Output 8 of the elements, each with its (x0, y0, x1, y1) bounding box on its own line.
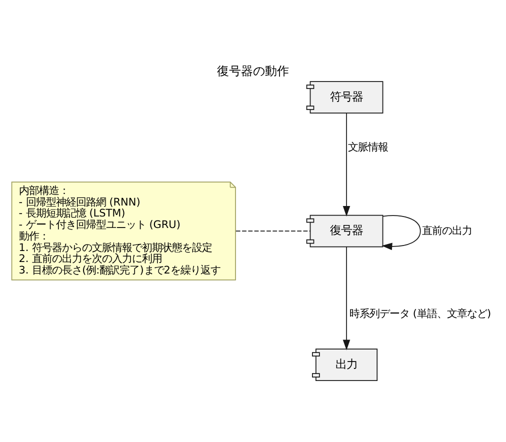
arrow (382, 215, 421, 250)
arrow (342, 112, 350, 216)
arrow (342, 246, 350, 350)
connector (236, 230, 311, 232)
edge-label: 時系列データ (単語、文章など) (350, 308, 492, 320)
edge-label: 文脈情報 (348, 141, 388, 154)
edge-label: 直前の出力 (422, 224, 472, 237)
diagram-title: 復号器の動作 (217, 64, 289, 78)
